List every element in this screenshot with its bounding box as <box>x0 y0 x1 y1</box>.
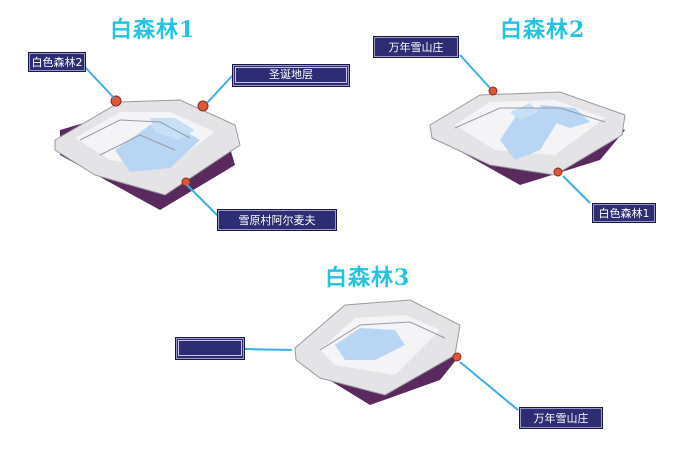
portal-marker-2b <box>553 167 563 177</box>
portal-label-white-forest-1: 白色森林1 <box>592 203 656 223</box>
portal-label-snowfield-village: 雪原村阿尔麦夫 <box>217 209 337 231</box>
map-2-terrain <box>429 86 626 185</box>
portal-marker-1c <box>181 177 191 187</box>
portal-marker-3a <box>452 352 462 362</box>
portal-marker-1a <box>110 95 122 107</box>
map-title-white-forest-1: 白森林1 <box>110 17 196 43</box>
map-3-terrain <box>294 299 462 405</box>
portal-label-snow-mountain-villa-3: 万年雪山庄 <box>519 407 603 429</box>
portal-label-blank <box>175 337 245 360</box>
portal-marker-2a <box>488 86 498 96</box>
portal-label-white-forest-2: 白色森林2 <box>28 52 86 72</box>
portal-label-snow-mountain-villa: 万年雪山庄 <box>373 36 459 58</box>
map-title-white-forest-3: 白森林3 <box>325 265 411 291</box>
map-title-white-forest-2: 白森林2 <box>500 17 586 43</box>
portal-label-christmas-layer: 圣诞地层 <box>232 64 350 87</box>
portal-marker-1b <box>197 100 209 112</box>
portal-label-christmas-layer-text: 圣诞地层 <box>235 67 347 83</box>
map-1-terrain <box>54 95 241 210</box>
portal-label-blank-text <box>178 340 242 356</box>
